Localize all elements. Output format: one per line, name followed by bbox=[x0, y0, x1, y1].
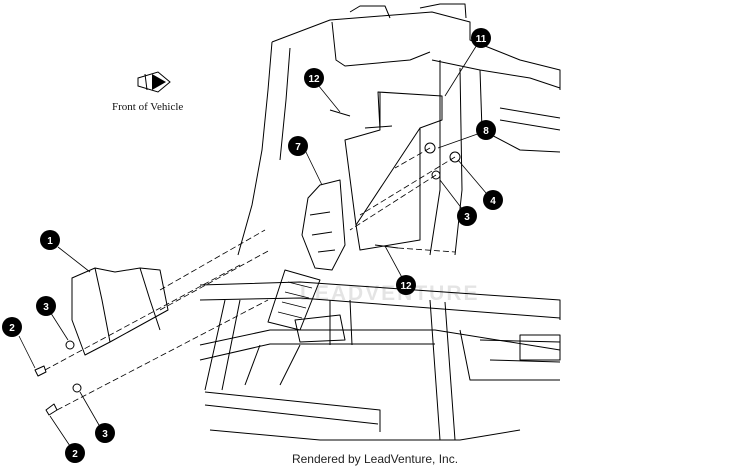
svg-text:7: 7 bbox=[295, 142, 301, 153]
callout-12-upper: 12 bbox=[304, 68, 324, 88]
callout-4: 4 bbox=[483, 190, 503, 210]
front-of-vehicle-label: Front of Vehicle bbox=[112, 101, 184, 113]
callout-3-upper: 3 bbox=[36, 296, 56, 316]
svg-text:2: 2 bbox=[9, 323, 15, 334]
footer-credit: Rendered by LeadVenture, Inc. bbox=[291, 452, 459, 466]
svg-text:4: 4 bbox=[490, 196, 496, 207]
callout-2-upper: 2 bbox=[2, 317, 22, 337]
accelerator-pedal-part-7 bbox=[267, 179, 346, 331]
svg-text:12: 12 bbox=[400, 281, 412, 292]
svg-text:3: 3 bbox=[102, 429, 108, 440]
svg-text:11: 11 bbox=[476, 34, 487, 45]
callout-3-lower: 3 bbox=[95, 423, 115, 443]
callout-8: 8 bbox=[476, 120, 496, 140]
svg-text:3: 3 bbox=[43, 302, 49, 313]
svg-text:12: 12 bbox=[308, 74, 320, 85]
callout-12-lower: 12 bbox=[396, 275, 416, 295]
front-arrow-icon bbox=[137, 71, 171, 93]
leader-lines bbox=[18, 39, 493, 453]
svg-text:1: 1 bbox=[47, 236, 53, 247]
callout-3-right: 3 bbox=[457, 206, 477, 226]
callout-1: 1 bbox=[40, 230, 60, 250]
callout-2-lower: 2 bbox=[65, 443, 85, 463]
watermark: LEADVENTURE bbox=[300, 282, 480, 305]
callout-7: 7 bbox=[288, 136, 308, 156]
mounting-bracket-part-11 bbox=[344, 91, 443, 251]
svg-text:8: 8 bbox=[483, 126, 489, 137]
callout-11: 11 bbox=[471, 28, 491, 48]
pedal-cover-part-1 bbox=[71, 267, 169, 356]
svg-text:2: 2 bbox=[72, 449, 78, 460]
svg-text:3: 3 bbox=[464, 212, 470, 223]
vehicle-frame bbox=[199, 3, 561, 441]
